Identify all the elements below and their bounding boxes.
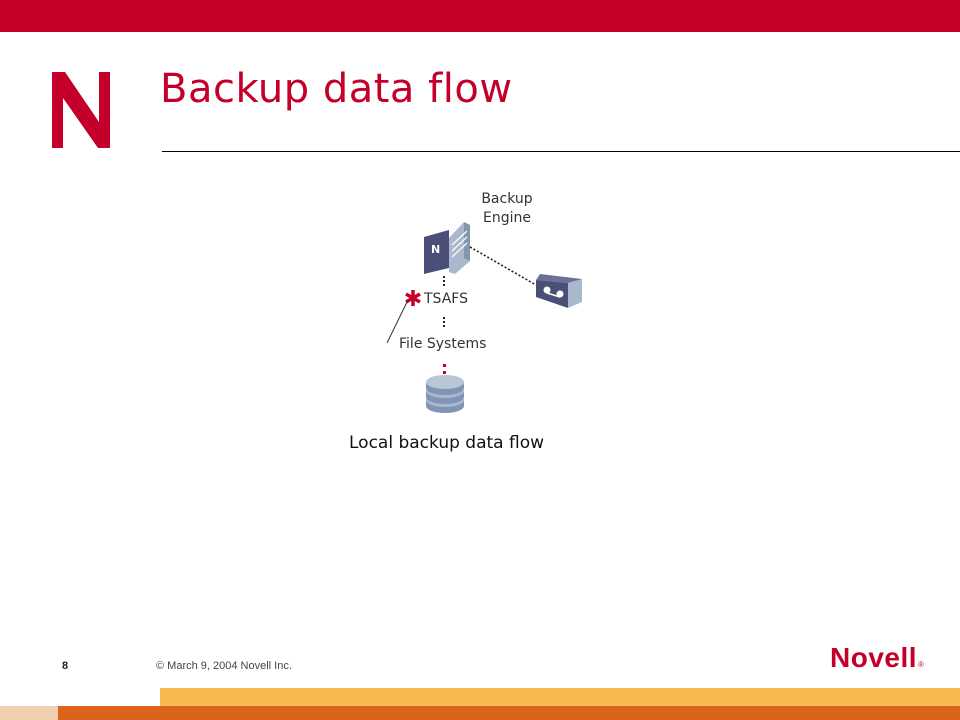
footer-corner — [0, 706, 58, 720]
tsafs-pointer-line — [386, 299, 409, 344]
diagram-caption: Local backup data flow — [349, 433, 545, 453]
tsafs-to-fs-connector — [443, 317, 445, 327]
netware-server-icon: N — [424, 222, 470, 274]
disk-storage-icon — [426, 375, 464, 413]
slide-number: 8 — [62, 660, 69, 672]
slide-title: Backup data flow — [160, 66, 513, 112]
top-banner — [0, 0, 960, 32]
title-divider — [162, 151, 960, 152]
backup-engine-label-line1: Backup — [481, 191, 533, 207]
footer-band-yellow — [160, 688, 960, 706]
engine-to-tsafs-connector — [443, 276, 445, 286]
tsafs-label: TSAFS — [424, 291, 468, 307]
backup-engine-label: Backup Engine — [470, 190, 544, 228]
brand-name: Novell — [830, 642, 918, 673]
server-badge: N — [431, 243, 440, 256]
novell-wordmark-logo: Novell® — [830, 644, 924, 672]
registered-mark: ® — [918, 660, 925, 669]
server-to-tape-link — [469, 246, 537, 286]
footer-band-orange — [58, 706, 960, 720]
backup-engine-label-line2: Engine — [483, 209, 531, 226]
asterisk-icon — [405, 290, 421, 306]
novell-n-logo-icon — [52, 72, 110, 148]
copyright-notice: © March 9, 2004 Novell Inc. — [156, 660, 292, 672]
file-systems-label: File Systems — [399, 336, 487, 352]
fs-to-disk-connector — [443, 364, 446, 374]
tape-drive-icon — [536, 274, 582, 308]
